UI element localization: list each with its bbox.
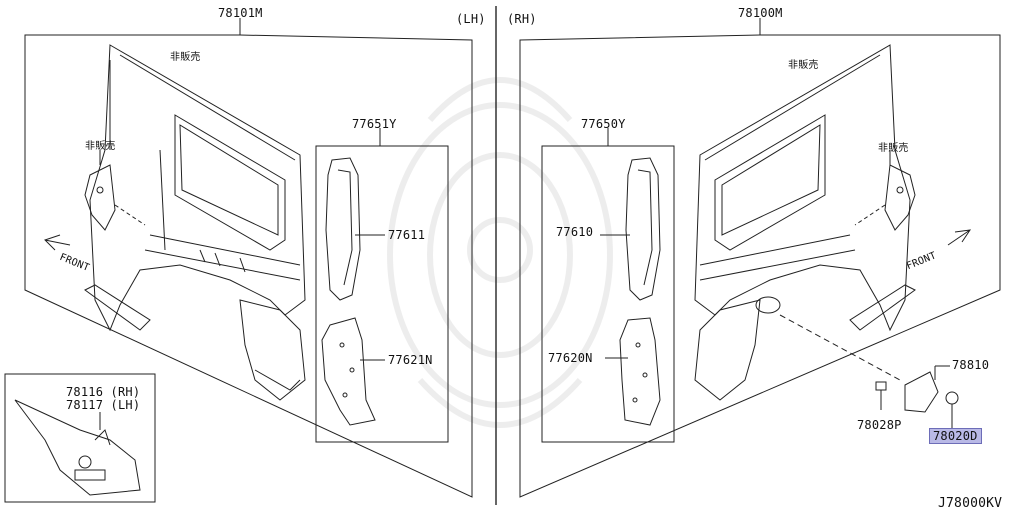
lh-small-bracket (84, 150, 116, 231)
part-label-77621N[interactable]: 77621N (388, 353, 433, 367)
watermark-emblem (387, 77, 613, 428)
lh-inner-box (315, 145, 449, 443)
inset-bracket (14, 399, 141, 496)
lh-frame (24, 34, 473, 498)
rh-panel-77620N (619, 317, 661, 426)
rh-frame (519, 34, 1001, 498)
part-label-78117[interactable]: 78117 (LH) (66, 398, 141, 412)
side-label-rh: (RH) (507, 12, 537, 26)
part-label-77651Y[interactable]: 77651Y (352, 117, 397, 131)
part-label-78100M[interactable]: 78100M (738, 6, 783, 20)
lh-pillar-77611 (325, 157, 361, 301)
rh-pillar-77610 (625, 157, 661, 301)
part-label-77620N[interactable]: 77620N (548, 351, 593, 365)
inset-box (4, 373, 156, 503)
part-label-78101M[interactable]: 78101M (218, 6, 263, 20)
part-label-77611[interactable]: 77611 (388, 228, 426, 242)
diagram-code: J78000KV (938, 496, 1003, 511)
rh-small-bracket (884, 150, 916, 231)
rh-front-arrow (947, 229, 972, 246)
part-label-78116[interactable]: 78116 (RH) (66, 385, 141, 399)
part-label-78810[interactable]: 78810 (952, 358, 990, 372)
side-label-lh: (LH) (456, 12, 486, 26)
rh-body-side-panel (694, 44, 916, 401)
lh-body-side-panel (84, 44, 306, 401)
part-label-77610[interactable]: 77610 (556, 225, 594, 239)
not-sold-label-lh-bracket: 非販売 (85, 141, 116, 152)
clip-78028P (875, 381, 887, 410)
fuel-filler-lid (904, 371, 939, 413)
part-label-78028P[interactable]: 78028P (857, 418, 902, 432)
not-sold-label-lh-top: 非販売 (170, 52, 201, 63)
lh-panel-77621N (321, 317, 376, 426)
not-sold-label-rh-top: 非販売 (788, 60, 819, 71)
grommet-78020D (945, 391, 959, 428)
lh-front-arrow (44, 234, 71, 251)
part-label-77650Y[interactable]: 77650Y (581, 117, 626, 131)
part-label-78020D-highlighted[interactable]: 78020D (929, 428, 982, 444)
not-sold-label-rh-bracket: 非販売 (878, 143, 909, 154)
